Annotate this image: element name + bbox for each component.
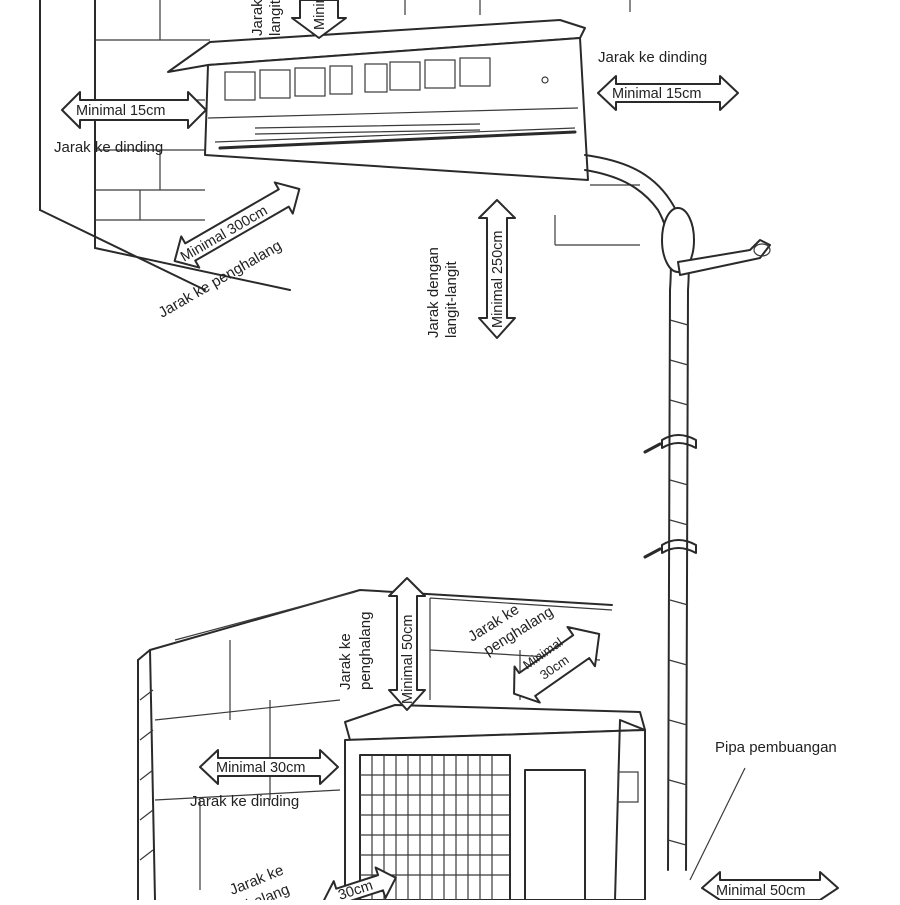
arrow-diagonal-300cm: [173, 181, 301, 269]
label-front-distance: Jarak ke penghalang: [156, 237, 285, 321]
label-right-min: Minimal 15cm: [612, 86, 701, 102]
label-top-mid-cut: Minim: [312, 0, 328, 30]
label-bottom-right-min: Minimal 50cm: [716, 883, 805, 899]
label-ceiling-distance: Jarak dengan langit-langit: [425, 247, 460, 338]
label-outdoor-wall-min: Minimal 30cm: [216, 760, 305, 776]
label-ceiling-distance-2: langit-langit: [443, 260, 460, 338]
refrigerant-pipe: [584, 154, 771, 871]
label-outdoor-back-min: Minimal 50cm: [400, 615, 416, 704]
label-top-left-cut: Jarak ke langit-: [249, 0, 284, 36]
label-left-wall-distance: Jarak ke dinding: [54, 139, 163, 156]
label-ceiling-min: Minimal 250cm: [490, 231, 506, 329]
arrow-outdoor-50cm: [388, 577, 426, 711]
outdoor-unit: [344, 704, 646, 901]
indoor-unit: [167, 19, 589, 181]
label-outdoor-back-distance-2: penghalang: [357, 612, 374, 690]
label-drain-pipe: Pipa pembuangan: [715, 739, 837, 756]
label-outdoor-back-distance-1: Jarak ke: [337, 633, 354, 690]
label-outdoor-back-distance: Jarak ke penghalang: [337, 612, 374, 690]
label-right-wall-distance: Jarak ke dinding: [598, 49, 707, 66]
arrow-top-cut: [291, 0, 347, 39]
label-outdoor-wall-distance: Jarak ke dinding: [190, 793, 299, 810]
arrow-right-15cm: [597, 75, 739, 111]
label-bottom-left-cut: Jarak ke halang: [227, 862, 292, 905]
arrow-outdoor-wall-30cm: [199, 749, 339, 785]
label-left-min: Minimal 15cm: [76, 103, 165, 119]
arrow-outdoor-right-30cm: [513, 625, 601, 704]
drain-pipe-leader: [689, 767, 746, 881]
arrow-left-15cm: [61, 91, 207, 129]
arrow-vertical-250cm: [478, 199, 516, 339]
label-top-left-cut-1: Jarak ke: [249, 0, 266, 36]
label-top-left-cut-2: langit-: [267, 0, 284, 36]
label-ceiling-distance-1: Jarak dengan: [425, 247, 442, 338]
outdoor-wall: [137, 589, 613, 901]
